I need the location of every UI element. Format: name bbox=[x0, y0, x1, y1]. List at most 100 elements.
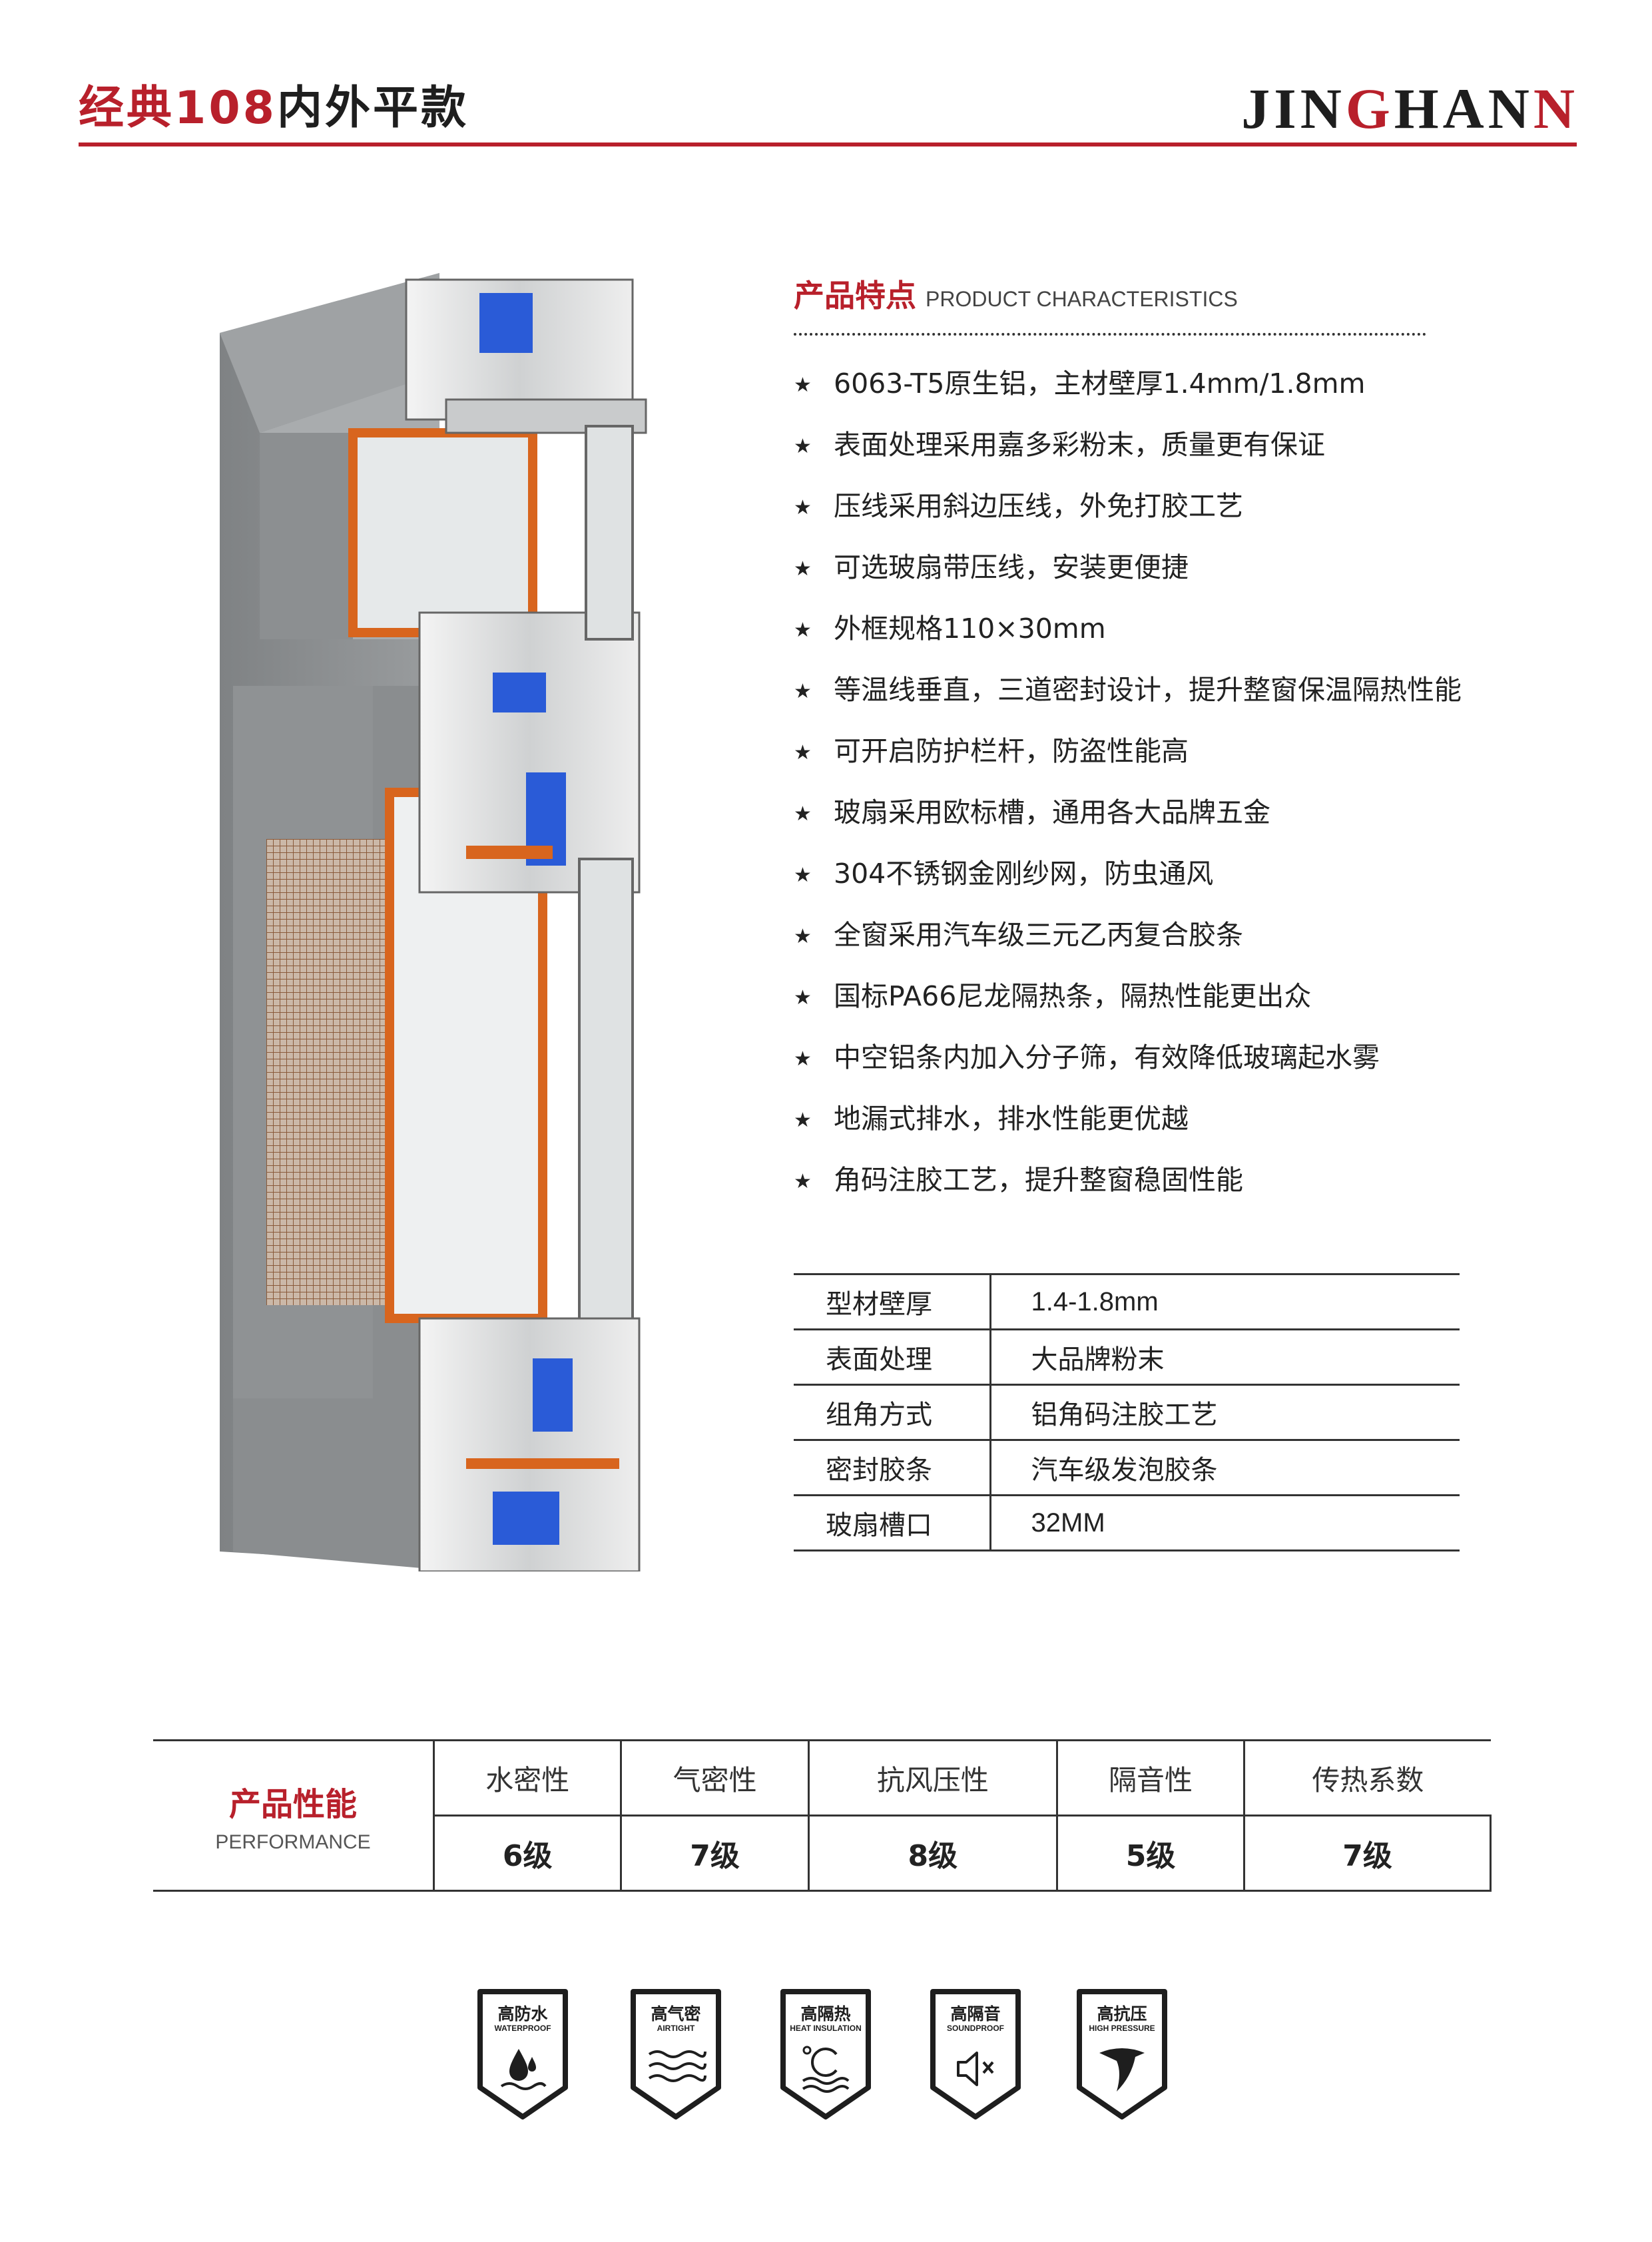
feature-item: ★ 玻扇采用欧标槽，通用各大品牌五金 bbox=[794, 788, 1526, 850]
star-icon: ★ bbox=[794, 619, 812, 642]
feature-text: 压线采用斜边压线，外免打胶工艺 bbox=[834, 490, 1243, 522]
star-icon: ★ bbox=[794, 1109, 812, 1132]
feature-text: 表面处理采用嘉多彩粉末，质量更有保证 bbox=[834, 429, 1325, 461]
brand-part-b: HAN bbox=[1394, 77, 1533, 140]
badge-soundproof: 高隔音 SOUNDPROOF bbox=[929, 1988, 1022, 2121]
badge-sublabel: HIGH PRESSURE bbox=[1089, 2024, 1155, 2033]
star-icon: ★ bbox=[794, 802, 812, 826]
spec-key: 组角方式 bbox=[794, 1384, 991, 1441]
feature-item: ★ 地漏式排水，排水性能更优越 bbox=[794, 1095, 1526, 1156]
feature-text: 国标PA66尼龙隔热条，隔热性能更出众 bbox=[834, 980, 1312, 1012]
feature-text: 可开启防护栏杆，防盗性能高 bbox=[834, 735, 1189, 767]
feature-item: ★ 外框规格110×30mm bbox=[794, 605, 1526, 666]
feature-item: ★ 304不锈钢金刚纱网，防虫通风 bbox=[794, 850, 1526, 911]
performance-header: 抗风压性 bbox=[808, 1739, 1058, 1817]
table-row: 表面处理大品牌粉末 bbox=[794, 1329, 1460, 1386]
badge-label: 高抗压 bbox=[1097, 2004, 1147, 2024]
feature-text: 外框规格110×30mm bbox=[834, 613, 1106, 645]
feature-text: 6063-T5原生铝，主材壁厚1.4mm/1.8mm bbox=[834, 368, 1366, 400]
star-icon: ★ bbox=[794, 1170, 812, 1193]
feature-text: 角码注胶工艺，提升整窗稳固性能 bbox=[834, 1164, 1243, 1196]
performance-value: 7级 bbox=[1244, 1815, 1492, 1892]
performance-label-cn: 产品性能 bbox=[228, 1785, 357, 1823]
performance-value: 5级 bbox=[1057, 1815, 1246, 1892]
speaker-mute-icon bbox=[957, 2052, 994, 2086]
star-icon: ★ bbox=[794, 557, 812, 581]
badge-label: 高防水 bbox=[497, 2004, 548, 2024]
spec-value: 大品牌粉末 bbox=[990, 1329, 1460, 1386]
feature-item: ★ 6063-T5原生铝，主材壁厚1.4mm/1.8mm bbox=[794, 360, 1526, 421]
star-icon: ★ bbox=[794, 680, 812, 703]
features-heading: 产品特点 PRODUCT CHARACTERISTICS bbox=[794, 272, 1238, 316]
feature-badges: 高防水 WATERPROOF 高气密 AIRTIGHT 高隔热 HEAT INS… bbox=[476, 1988, 1175, 2121]
title-red: 经典 bbox=[79, 82, 175, 135]
star-icon: ★ bbox=[794, 374, 812, 397]
performance-label: 产品性能 PERFORMANCE bbox=[153, 1739, 435, 1892]
star-icon: ★ bbox=[794, 925, 812, 948]
performance-value: 7级 bbox=[621, 1815, 810, 1892]
feature-text: 304不锈钢金刚纱网，防虫通风 bbox=[834, 858, 1214, 890]
air-waves-icon bbox=[648, 2050, 706, 2082]
feature-text: 等温线垂直，三道密封设计，提升整窗保温隔热性能 bbox=[834, 674, 1462, 706]
star-icon: ★ bbox=[794, 435, 812, 458]
badge-label: 高隔音 bbox=[950, 2004, 1001, 2024]
spec-key: 密封胶条 bbox=[794, 1440, 991, 1496]
badge-sublabel: WATERPROOF bbox=[494, 2024, 551, 2033]
spec-key: 表面处理 bbox=[794, 1329, 991, 1386]
feature-item: ★ 等温线垂直，三道密封设计，提升整窗保温隔热性能 bbox=[794, 666, 1526, 727]
brand-part-g: G bbox=[1345, 77, 1394, 140]
spec-key: 型材壁厚 bbox=[794, 1273, 991, 1330]
feature-text: 玻扇采用欧标槽，通用各大品牌五金 bbox=[834, 796, 1270, 828]
feature-item: ★压线采用斜边压线，外免打胶工艺 bbox=[794, 482, 1526, 543]
brand-logo: JINGHANN bbox=[1241, 79, 1579, 139]
feature-item: ★中空铝条内加入分子筛，有效降低玻璃起水雾 bbox=[794, 1033, 1526, 1095]
brand-part-a: JIN bbox=[1241, 77, 1346, 140]
feature-item: ★ 可开启防护栏杆，防盗性能高 bbox=[794, 727, 1526, 788]
badge-sublabel: AIRTIGHT bbox=[657, 2024, 695, 2033]
badge-label: 高隔热 bbox=[800, 2004, 851, 2024]
feature-text: 地漏式排水，排水性能更优越 bbox=[834, 1103, 1189, 1135]
performance-value: 6级 bbox=[433, 1815, 623, 1892]
feature-text: 可选玻扇带压线，安装更便捷 bbox=[834, 551, 1189, 583]
thermometer-icon bbox=[802, 2046, 850, 2093]
table-row: 密封胶条汽车级发泡胶条 bbox=[794, 1440, 1460, 1496]
spec-key: 玻扇槽口 bbox=[794, 1495, 991, 1551]
features-heading-en: PRODUCT CHARACTERISTICS bbox=[926, 287, 1238, 311]
features-heading-cn: 产品特点 bbox=[794, 278, 916, 314]
badge-sublabel: SOUNDPROOF bbox=[946, 2024, 1004, 2033]
performance-header: 水密性 bbox=[433, 1739, 623, 1817]
star-icon: ★ bbox=[794, 741, 812, 764]
feature-item: ★ 表面处理采用嘉多彩粉末，质量更有保证 bbox=[794, 421, 1526, 482]
star-icon: ★ bbox=[794, 864, 812, 887]
star-icon: ★ bbox=[794, 1047, 812, 1071]
feature-item: ★ 可选玻扇带压线，安装更便捷 bbox=[794, 543, 1526, 605]
window-profile-illustration bbox=[220, 273, 647, 1571]
feature-item: ★ 全窗采用汽车级三元乙丙复合胶条 bbox=[794, 911, 1526, 972]
star-icon: ★ bbox=[794, 986, 812, 1009]
pressure-icon bbox=[1099, 2048, 1145, 2092]
header-rule bbox=[79, 142, 1577, 146]
spec-value: 32MM bbox=[990, 1495, 1460, 1551]
badge-heat-insulation: 高隔热 HEAT INSULATION bbox=[779, 1988, 872, 2121]
title-model: 108 bbox=[174, 82, 277, 135]
feature-text: 全窗采用汽车级三元乙丙复合胶条 bbox=[834, 919, 1243, 951]
brand-part-n: N bbox=[1533, 77, 1579, 140]
performance-header: 隔音性 bbox=[1057, 1739, 1246, 1817]
badge-high-pressure: 高抗压 HIGH PRESSURE bbox=[1075, 1988, 1169, 2121]
performance-label-en: PERFORMANCE bbox=[215, 1830, 371, 1853]
performance-header: 气密性 bbox=[621, 1739, 810, 1817]
performance-table: 产品性能 PERFORMANCE 水密性 气密性 抗风压性 隔音性 传热系数 6… bbox=[153, 1739, 1492, 1892]
title-black: 内外平款 bbox=[276, 82, 469, 135]
spec-value: 1.4-1.8mm bbox=[990, 1273, 1460, 1330]
badge-waterproof: 高防水 WATERPROOF bbox=[476, 1988, 569, 2121]
performance-value: 8级 bbox=[808, 1815, 1058, 1892]
badge-label: 高气密 bbox=[651, 2004, 701, 2024]
table-row: 产品性能 PERFORMANCE 水密性 气密性 抗风压性 隔音性 传热系数 bbox=[153, 1739, 1491, 1892]
spec-value: 汽车级发泡胶条 bbox=[990, 1440, 1460, 1496]
badge-airtight: 高气密 AIRTIGHT bbox=[629, 1988, 722, 2121]
features-list: ★ 6063-T5原生铝，主材壁厚1.4mm/1.8mm ★ 表面处理采用嘉多彩粉末… bbox=[794, 360, 1526, 1217]
page-title: 经典108内外平款 bbox=[79, 79, 469, 139]
